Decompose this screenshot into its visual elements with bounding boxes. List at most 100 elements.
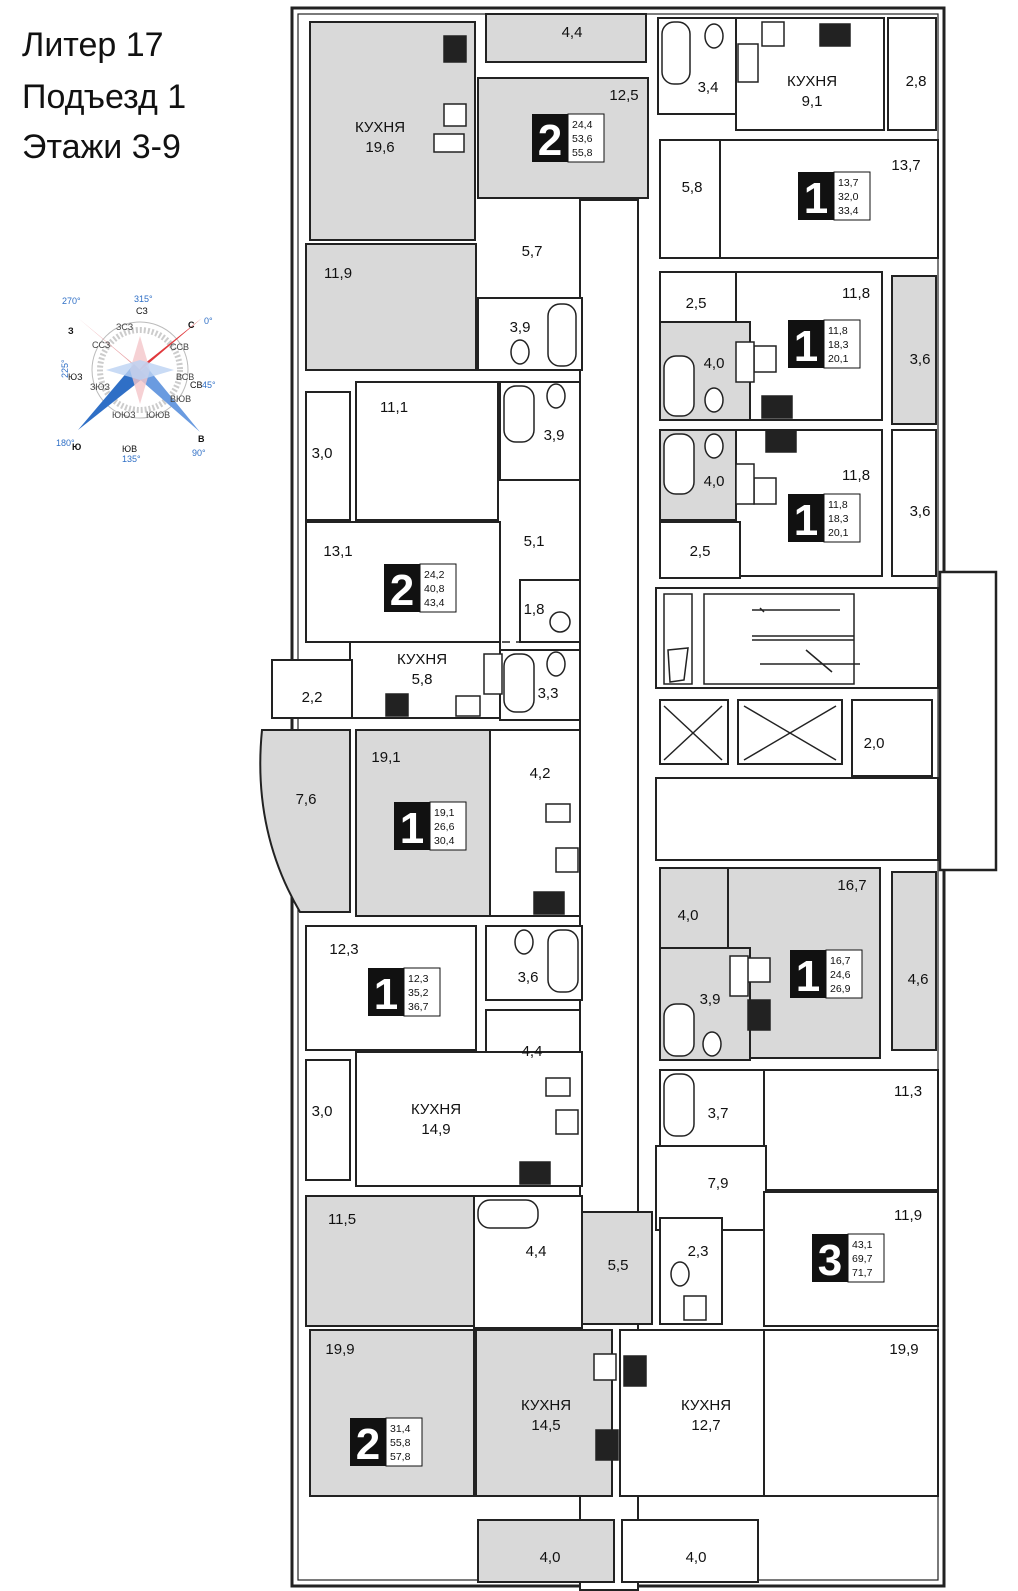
room-2-0: [851, 699, 933, 777]
label-19-9-left: 19,9: [325, 1341, 354, 1358]
label-kitchen-9-1-area: 9,1: [802, 93, 823, 110]
bathtub-icon: [663, 433, 695, 495]
label-4-0-bl: 4,0: [540, 1549, 561, 1566]
label-3-0-a: 3,0: [312, 445, 333, 462]
header-floors: Этажи 3-9: [22, 128, 181, 166]
header-building: Литер 17: [22, 26, 164, 64]
badge-living-area: 12,3: [408, 973, 429, 985]
sink-icon: [483, 653, 503, 695]
bathtub-icon: [477, 1199, 539, 1229]
label-16-7: 16,7: [837, 877, 866, 894]
badge-total-area: 40,8: [424, 583, 445, 595]
badge-total-area-balcony: 33,4: [838, 205, 859, 217]
label-11-5: 11,5: [328, 1211, 356, 1228]
toilet-icon: [514, 929, 534, 955]
badge-rooms: 1: [796, 952, 820, 1001]
sink-icon: [761, 21, 785, 47]
sink-icon: [555, 847, 579, 873]
label-5-5: 5,5: [608, 1257, 629, 1274]
balcony-3-6-a: [891, 275, 937, 425]
badge-total-area-balcony: 55,8: [572, 147, 593, 159]
label-11-8-b: 11,8: [842, 467, 870, 484]
room-4-2: [489, 729, 581, 917]
compass-sse: ЮЮВ: [146, 410, 170, 420]
badge-rooms: 1: [374, 970, 398, 1019]
room-11-9-left: [305, 243, 477, 371]
stove-icon: [533, 891, 565, 915]
label-kitchen-5-8-area: 5,8: [412, 671, 433, 688]
balcony-7-6: [259, 729, 351, 913]
label-3-6-left: 3,6: [518, 969, 539, 986]
label-kitchen-14-5: КУХНЯ: [521, 1397, 571, 1414]
lobby: [655, 777, 939, 861]
compass-nw: СЗ: [136, 306, 148, 316]
badge-rooms: 2: [356, 1420, 380, 1469]
apartment-badge: 1 13,7 32,0 33,4: [798, 171, 871, 223]
toilet-icon: [704, 23, 724, 49]
badge-total-area: 53,6: [572, 133, 593, 145]
room-labels: 4,4 КУХНЯ 19,6 12,5 5,7 11,9 3,9 11,1 3,…: [296, 24, 931, 1566]
badge-total-area-balcony: 20,1: [828, 353, 849, 365]
compass-ene: ВСВ: [176, 372, 194, 382]
label-kitchen-12-7: КУХНЯ: [681, 1397, 731, 1414]
sink-icon: [555, 1109, 579, 1135]
label-3-9-b: 3,9: [544, 427, 565, 444]
label-4-6: 4,6: [908, 971, 929, 988]
label-12-5: 12,5: [609, 87, 638, 104]
stove-icon: [623, 1355, 647, 1387]
bathtub-icon: [547, 929, 579, 993]
badge-total-area: 32,0: [838, 191, 859, 203]
wc-2-3: [659, 1217, 723, 1325]
label-13-7: 13,7: [891, 157, 920, 174]
apartment-badge: 2 31,4 55,8 57,8: [350, 1417, 423, 1469]
compass-deg-180: 180°: [56, 438, 75, 448]
label-7-9: 7,9: [708, 1175, 729, 1192]
compass-needle-se: [136, 366, 200, 432]
badge-total-area-balcony: 57,8: [390, 1451, 411, 1463]
label-5-7: 5,7: [522, 243, 543, 260]
compass-needle-sw: [78, 364, 146, 430]
badge-rooms: 1: [794, 496, 818, 545]
compass-south: Ю: [72, 442, 81, 452]
bathtub-icon: [503, 653, 535, 713]
room-11-1: [355, 381, 499, 521]
label-1-8: 1,8: [524, 601, 545, 618]
label-4-0-a: 4,0: [704, 355, 725, 372]
badge-living-area: 24,4: [572, 119, 593, 131]
badge-total-area: 26,6: [434, 821, 455, 833]
stove-icon: [519, 1161, 551, 1185]
compass-se: ЮВ: [122, 444, 137, 454]
label-2-5-b: 2,5: [690, 543, 711, 560]
badge-total-area: 24,6: [830, 969, 851, 981]
stove-icon: [385, 693, 409, 717]
room-5-8: [659, 139, 721, 259]
sink-icon: [753, 345, 777, 373]
label-4-0-br: 4,0: [686, 1549, 707, 1566]
toilet-icon: [670, 1261, 690, 1287]
label-11-1: 11,1: [380, 399, 408, 416]
compass-west: З: [68, 326, 74, 336]
label-kitchen-12-7-area: 12,7: [691, 1417, 720, 1434]
stair-core: [655, 587, 939, 689]
badge-living-area: 11,8: [828, 325, 848, 337]
label-3-4: 3,4: [698, 79, 719, 96]
badge-total-area: 55,8: [390, 1437, 411, 1449]
apartment-badge: 1 16,7 24,6 26,9: [790, 949, 863, 1001]
room-13-7: [719, 139, 939, 259]
badge-rooms: 2: [390, 566, 414, 615]
compass-wsw: ЗЮЗ: [90, 382, 110, 392]
apartment-badge: 1 11,8 18,3 20,1: [788, 493, 861, 545]
badge-total-area-balcony: 26,9: [830, 983, 851, 995]
room-2-5-b: [659, 521, 741, 579]
sink-icon: [443, 103, 467, 127]
stove-icon: [595, 1429, 619, 1461]
label-3-9-a: 3,9: [510, 319, 531, 336]
sink-icon: [735, 463, 755, 505]
compass-needle-ne: [134, 318, 202, 376]
badge-living-area: 19,1: [434, 807, 455, 819]
label-kitchen-14-9-area: 14,9: [421, 1121, 450, 1138]
compass-deg-135: 135°: [122, 454, 141, 464]
label-4-2: 4,2: [530, 765, 551, 782]
label-11-9-left: 11,9: [324, 265, 352, 282]
